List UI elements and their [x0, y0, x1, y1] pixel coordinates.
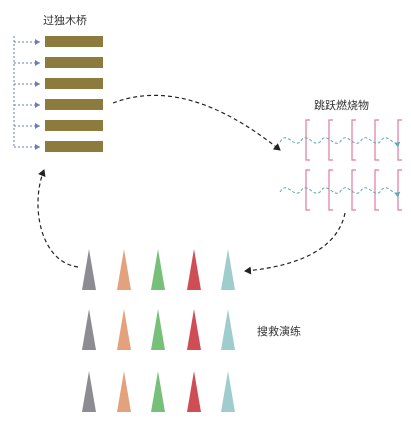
fire-obstacle	[374, 119, 379, 161]
rescue-cone	[221, 371, 235, 412]
fire-obstacle	[397, 169, 402, 211]
rescue-cone	[82, 249, 96, 290]
fire-obstacle	[351, 119, 356, 161]
rescue-cone	[151, 309, 165, 350]
balance-beam	[45, 36, 103, 47]
rescue-cone	[187, 371, 201, 412]
rescue-cone	[117, 309, 131, 350]
rescue-drill-station	[82, 249, 235, 412]
fire-obstacle	[328, 119, 333, 161]
rescue-cone	[82, 371, 96, 412]
balance-beam	[45, 141, 103, 152]
jump-fire-station	[279, 119, 402, 211]
balance-beam-station	[13, 36, 103, 152]
fire-obstacle	[397, 119, 402, 161]
flow-arrow-beam-to-fire	[112, 94, 281, 151]
balance-beam-label: 过独木桥	[43, 14, 87, 27]
rescue-cone	[117, 249, 131, 290]
rescue-drill-label: 搜救演练	[257, 325, 301, 338]
flow-arrow-fire-to-rescue	[244, 212, 346, 275]
fire-obstacle	[305, 119, 310, 161]
jump-path-arrow	[279, 137, 401, 148]
fire-obstacle	[351, 169, 356, 211]
rescue-cone	[187, 249, 201, 290]
jump-fire-label: 跳跃燃烧物	[314, 99, 369, 112]
rescue-cone	[151, 249, 165, 290]
jump-path-arrow	[279, 187, 401, 198]
rescue-cone	[221, 249, 235, 290]
balance-beam	[45, 99, 103, 110]
fire-obstacle	[328, 169, 333, 211]
balance-beam	[45, 78, 103, 89]
fire-obstacle	[374, 169, 379, 211]
rescue-cone	[117, 371, 131, 412]
fire-obstacle	[305, 169, 310, 211]
balance-beam	[45, 120, 103, 131]
flow-arrow-rescue-to-beam	[37, 169, 79, 268]
rescue-cone	[187, 309, 201, 350]
rescue-cone	[82, 309, 96, 350]
rescue-cone	[221, 309, 235, 350]
balance-beam	[45, 57, 103, 68]
rescue-cone	[151, 371, 165, 412]
